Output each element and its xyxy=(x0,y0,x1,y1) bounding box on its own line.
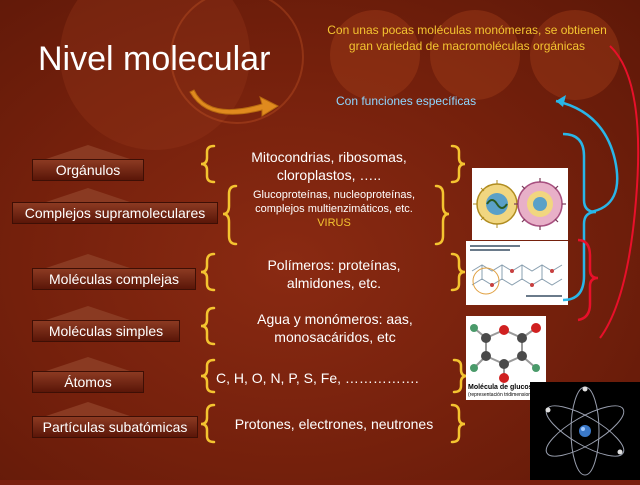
description-particulas: Protones, electrones, neutrones xyxy=(234,416,434,432)
level-label: Partículas subatómicas xyxy=(42,419,188,435)
decor-circle xyxy=(170,0,304,124)
virus-image xyxy=(472,168,568,240)
up-arrow-icon xyxy=(46,254,130,268)
level-complejos-supramoleculares: Complejos supramoleculares xyxy=(12,202,218,224)
functions-text: Con funciones específicas xyxy=(336,94,477,108)
level-moleculas-complejas: Moléculas complejas xyxy=(32,268,196,290)
up-arrow-icon xyxy=(46,306,130,320)
glucose-molecule-illustration xyxy=(470,323,541,383)
description-atomos: C, H, O, N, P, S, Fe, ……………. xyxy=(216,370,419,386)
level-label: Moléculas simples xyxy=(48,323,164,339)
curved-arrow-icon xyxy=(189,89,280,117)
up-arrow-icon xyxy=(46,402,130,416)
description-moleculas-simples: Agua y monómeros: aas, monosacáridos, et… xyxy=(257,311,413,345)
atom-illustration xyxy=(545,386,625,476)
level-label: Orgánulos xyxy=(55,162,121,178)
level-particulas-subatomicas: Partículas subatómicas xyxy=(32,416,198,438)
atom-image xyxy=(530,382,640,480)
up-arrow-icon xyxy=(46,145,130,159)
polymer-image xyxy=(466,241,568,305)
description-complejos-text: Glucoproteínas, nucleoproteínas, complej… xyxy=(252,189,416,215)
level-organulos: Orgánulos xyxy=(32,159,144,181)
decor-circle xyxy=(530,10,620,100)
up-arrow-icon xyxy=(46,357,130,371)
polymer-illustration xyxy=(470,245,563,297)
decor-circle xyxy=(330,10,420,100)
description-complejos: Glucoproteínas, nucleoproteínas, complej… xyxy=(248,188,420,230)
level-moleculas-simples: Moléculas simples xyxy=(32,320,180,342)
level-label: Moléculas complejas xyxy=(49,271,179,287)
up-arrow-icon xyxy=(46,188,130,202)
virus-illustration xyxy=(473,178,566,230)
description-moleculas-complejas: Polímeros: proteínas, almidones, etc. xyxy=(267,257,401,291)
level-atomos: Átomos xyxy=(32,371,144,393)
level-label: Complejos supramoleculares xyxy=(24,205,206,221)
level-label: Átomos xyxy=(64,374,112,390)
blue-curved-arrow-icon xyxy=(555,99,619,214)
cyan-brace xyxy=(562,132,597,302)
virus-highlight: VIRUS xyxy=(317,217,351,229)
glucose-caption: Molécula de glucosa xyxy=(468,384,537,391)
glucose-subcaption: (representación tridimensional) xyxy=(468,392,537,398)
red-curve xyxy=(599,45,640,339)
description-organulos: Mitocondrias, ribosomas, cloroplastos, …… xyxy=(251,149,407,183)
decor-circle xyxy=(430,10,520,100)
intro-text: Con unas pocas moléculas monómeras, se o… xyxy=(327,23,607,53)
slide-title: Nivel molecular xyxy=(38,40,271,78)
red-brace xyxy=(577,238,599,322)
